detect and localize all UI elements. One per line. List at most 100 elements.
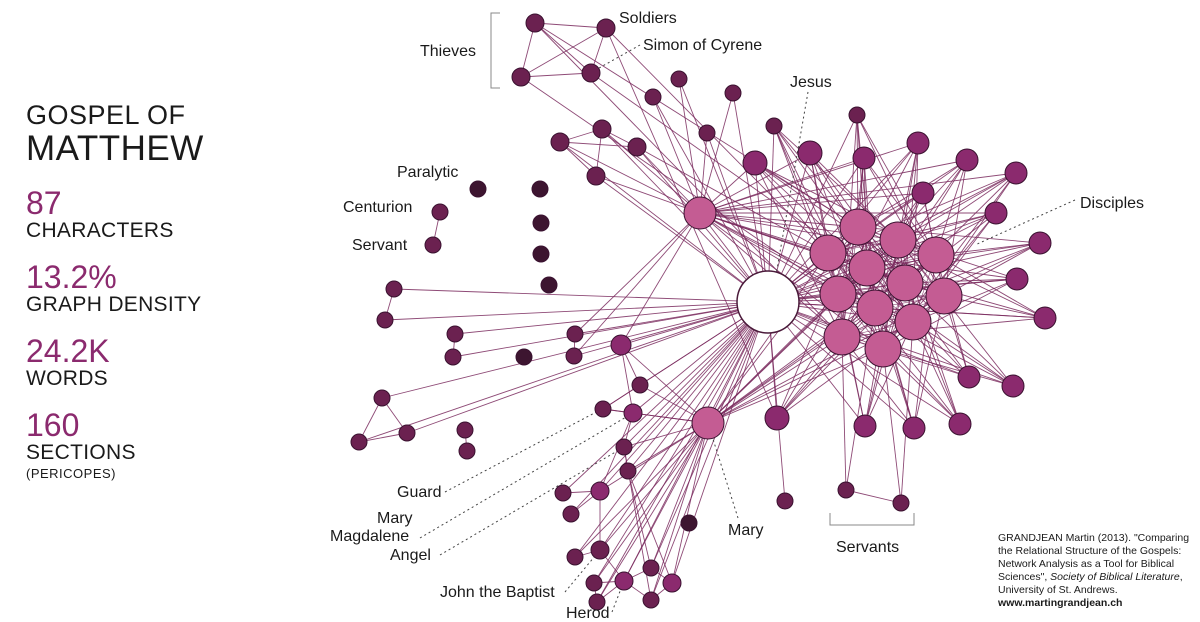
- node-d1: [839, 208, 877, 246]
- node-lx3: [532, 245, 550, 263]
- edge-peter-o4: [699, 142, 919, 214]
- edge-o11-d3: [935, 254, 1046, 319]
- edge-o5-d7: [943, 159, 968, 297]
- edge-mary-b3: [599, 422, 709, 492]
- edge-mary-b8: [593, 422, 709, 584]
- sections-sublabel: (PERICOPES): [26, 466, 117, 481]
- node-l2: [376, 311, 394, 329]
- edge-jesus-l10: [358, 301, 769, 443]
- node-b2: [554, 484, 572, 502]
- edge-jesus-b8: [593, 301, 769, 584]
- edge-o10-d2: [897, 239, 1018, 280]
- words-label: WORDS: [26, 367, 108, 390]
- edge-b1-b7: [627, 470, 652, 569]
- edge-o13-d11: [841, 336, 970, 378]
- label-disciples: Disciples: [1080, 195, 1144, 212]
- node-b5: [680, 514, 698, 532]
- node-sv1: [837, 481, 855, 499]
- node-peter: [683, 196, 717, 230]
- edge-o16-d8: [837, 293, 866, 427]
- edge-jesus-t12: [595, 175, 769, 303]
- edge-jesus-b6: [574, 301, 769, 558]
- leader-line-mary: [711, 435, 739, 519]
- edge-jesus-t10: [559, 141, 769, 303]
- edge-jesus-o14: [767, 301, 961, 425]
- label-servants: Servants: [836, 539, 899, 556]
- node-l3: [566, 325, 584, 343]
- edge-o15-d11: [841, 336, 915, 429]
- node-l11: [398, 424, 416, 442]
- node-d3: [917, 236, 955, 274]
- label-simon-of-cyrene: Simon of Cyrene: [643, 37, 762, 54]
- edge-peter-t6: [678, 78, 701, 214]
- node-b3: [590, 481, 610, 501]
- label-john-the-baptist: John the Baptist: [440, 584, 555, 601]
- node-o7: [911, 181, 935, 205]
- edge-o14-d10: [912, 321, 961, 425]
- edge-mary-d11: [707, 336, 843, 424]
- edge-jesus-b11: [596, 301, 769, 603]
- node-l1: [385, 280, 403, 298]
- citation: GRANDJEAN Martin (2013). "Comparing the …: [998, 532, 1198, 610]
- edge-l8-magdalene: [620, 344, 634, 414]
- edge-t11-d4: [636, 146, 829, 254]
- edge-jesus-angel: [623, 301, 769, 448]
- node-b4: [562, 505, 580, 523]
- node-d2: [879, 221, 917, 259]
- node-mary: [691, 406, 725, 440]
- edge-jesus-l1: [393, 288, 769, 303]
- sections-label: SECTIONS: [26, 441, 136, 464]
- citation-text-end: , University of St. Andrews.: [998, 571, 1183, 596]
- edge-mary-b11: [596, 422, 709, 603]
- edge-o18-d2: [773, 125, 899, 241]
- citation-url[interactable]: www.martingrandjean.ch: [998, 597, 1123, 609]
- node-g1: [631, 376, 649, 394]
- edge-o3-d3: [863, 157, 937, 256]
- label-angel: Angel: [390, 547, 431, 564]
- edge-o13-d1: [857, 226, 970, 378]
- edge-sv2-d12: [882, 348, 902, 504]
- citation-journal: Society of Biblical Literature: [1050, 571, 1180, 583]
- edge-o18-d6: [773, 125, 906, 284]
- node-d8: [819, 275, 857, 313]
- edge-o12-d6: [904, 282, 1014, 387]
- label-centurion: Centurion: [343, 199, 412, 216]
- label-servant: Servant: [352, 237, 408, 254]
- edge-mary-l8: [620, 344, 709, 424]
- edge-mary-b7: [650, 422, 709, 569]
- edge-peter-o7: [699, 192, 924, 214]
- edge-jesus-l2: [384, 301, 769, 321]
- node-l13: [458, 442, 476, 460]
- edge-sv1-d11: [841, 336, 847, 491]
- edge-sv2-d10: [900, 321, 914, 504]
- node-t10: [550, 132, 570, 152]
- node-d11: [823, 318, 861, 356]
- node-herod: [614, 571, 634, 591]
- characters-value: 87: [26, 185, 62, 221]
- node-centurion: [431, 203, 449, 221]
- node-o17: [764, 405, 790, 431]
- edge-peter-l3: [574, 212, 701, 335]
- node-d12: [864, 330, 902, 368]
- edge-mary-d8: [707, 293, 839, 424]
- label-paralytic: Paralytic: [397, 164, 458, 181]
- node-d7: [925, 277, 963, 315]
- edge-jesus-l6: [452, 301, 769, 358]
- edge-peter-o6: [699, 172, 1017, 214]
- characters-label: CHARACTERS: [26, 219, 174, 242]
- node-d6: [886, 264, 924, 302]
- edge-jesus-john: [599, 301, 769, 551]
- node-t5: [644, 88, 662, 106]
- label-thieves: Thieves: [420, 43, 476, 60]
- node-o3: [852, 146, 876, 170]
- edge-jesus-b2: [562, 301, 769, 494]
- edge-t3-d8: [520, 76, 839, 295]
- graph-density-value: 13.2%: [26, 259, 117, 295]
- edge-mary-b9: [671, 422, 709, 584]
- edge-o19-d3: [856, 114, 937, 256]
- node-servant: [424, 236, 442, 254]
- edge-o18-d4: [773, 125, 829, 254]
- node-lx4: [540, 276, 558, 294]
- edge-jesus-b9: [671, 301, 769, 584]
- label-mary-magdalene-line1: Mary: [377, 510, 413, 527]
